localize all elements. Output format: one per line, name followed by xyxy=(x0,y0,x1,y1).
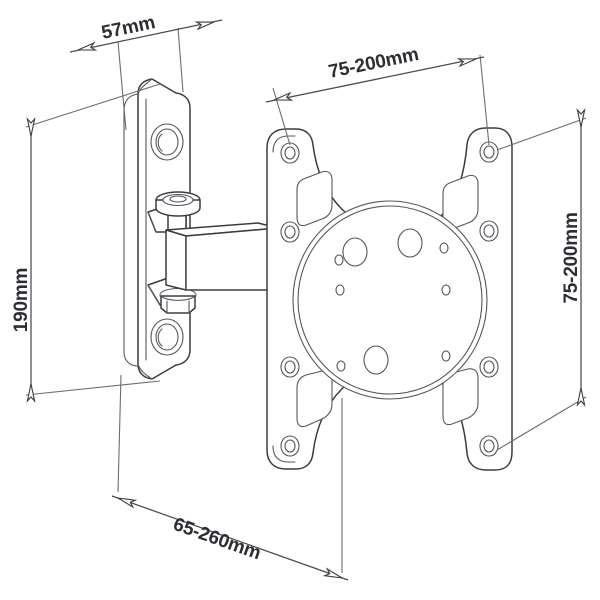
pivot-top-bolt-cap xyxy=(155,191,201,217)
vesa-center-hole-lower xyxy=(363,345,389,375)
dimension-190mm-label: 190mm xyxy=(11,268,32,333)
wall-plate-side-edge xyxy=(123,93,139,367)
wall-plate-top-edge-line xyxy=(137,78,153,95)
dimension-190mm: 190mm xyxy=(11,83,161,402)
dimension-extension-label: 65-260mm xyxy=(170,514,263,564)
wall-plate-hole-bottom xyxy=(150,318,184,356)
vesa-arm-bottom-left xyxy=(280,355,333,457)
pivot-bottom-hex-nut xyxy=(159,287,197,314)
vesa-plate xyxy=(266,127,513,471)
vesa-slot-bottom-left xyxy=(296,370,333,428)
wall-plate-bottom-edge-line xyxy=(137,363,153,380)
vesa-slot-top-left xyxy=(296,170,333,227)
vesa-plate-inner-contour xyxy=(272,135,296,153)
vesa-arm-top-left xyxy=(280,142,333,244)
dimension-vesa-height-label: 75-200mm xyxy=(561,212,582,303)
vesa-arm-bottom-right xyxy=(424,354,499,457)
dimension-vesa-height: 75-200mm xyxy=(496,109,587,451)
dimension-vesa-width-label: 75-200mm xyxy=(327,44,421,83)
vesa-slot-top-right xyxy=(442,174,479,231)
wall-plate-hole-top xyxy=(150,123,184,161)
vesa-center-hole-upper-left xyxy=(342,237,368,267)
vesa-arm-top-right xyxy=(424,141,499,243)
vesa-center-ring xyxy=(292,200,488,400)
vesa-center-hole-upper-right xyxy=(397,228,423,258)
extension-arm-side-face xyxy=(165,229,187,291)
